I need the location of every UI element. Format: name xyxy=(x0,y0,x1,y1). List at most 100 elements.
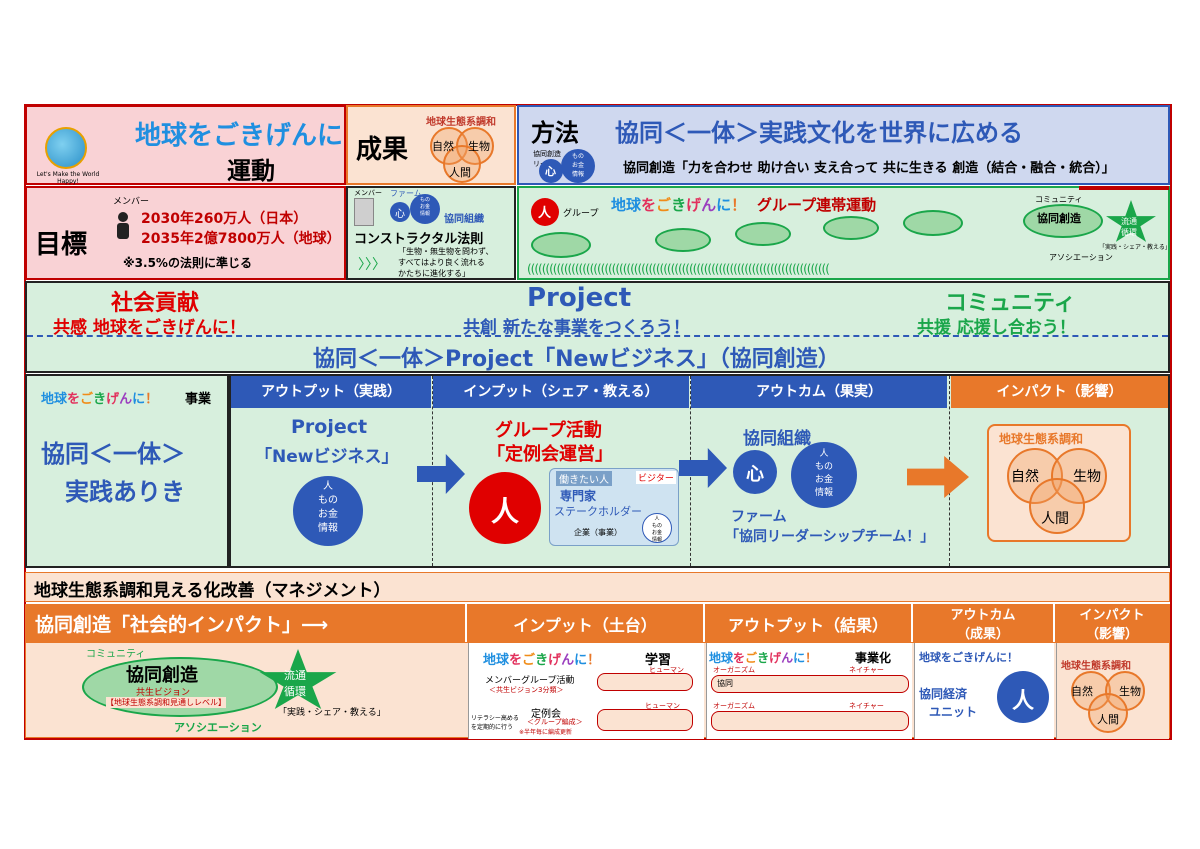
result-venn-c-label: 人間 xyxy=(449,166,471,179)
goal-label: 目標 xyxy=(35,230,88,260)
flow-col2-mini-circle xyxy=(642,513,672,543)
flow-col3-head: アウトカム（果実） xyxy=(691,376,947,408)
constructal-res: もの お金 情報 xyxy=(419,197,430,217)
mgmt-impact-c-label: 人間 xyxy=(1097,713,1119,726)
mgmt-head-sep-1 xyxy=(465,604,467,642)
group-node-2 xyxy=(655,228,711,252)
goal-note: ※3.5%の法則に準じる xyxy=(123,256,252,270)
movement-line1: 地球をごきげんに！ xyxy=(135,121,370,151)
flow-col2-visitor: ビジター xyxy=(636,471,676,484)
flow-left-box: 地球をごきげんに！ 事業 協同＜一体＞ 実践ありき xyxy=(25,374,229,568)
mgmt-outcome-t2: ユニット xyxy=(929,705,978,719)
result-box: 成果 地球生態系調和 自然 生物 人間 xyxy=(346,105,516,185)
constructal-quote: 「生物・無生物を問わず、 すべてはより良く流れる かたちに進化する」 xyxy=(398,247,494,278)
flow-col2-person-circle xyxy=(469,472,541,544)
group-note: 「実践・シェア・教える」 xyxy=(1099,244,1171,251)
group-node-4 xyxy=(823,216,879,240)
constructal-org: 協同組織 xyxy=(444,214,484,225)
earth-logo: Let's Make the World Happy! xyxy=(35,111,101,185)
mgmt-head-impact: インパクト （影響） xyxy=(1079,608,1145,642)
group-node-3 xyxy=(735,222,791,246)
result-venn-c xyxy=(443,145,481,183)
flow-left-main1: 協同＜一体＞ xyxy=(41,440,185,468)
mgmt-output-panel: 地球をごきげんに！ 事業化 オーガニズム ネイチャー 協同 オーガニズム ネイチ… xyxy=(706,643,912,739)
mgmt-output-nature-1: ネイチャー xyxy=(849,666,884,674)
mgmt-impact-panel: 地球生態系調和 自然 生物 人間 xyxy=(1056,643,1169,739)
flow-col2-stake-box: 働きたい人 専門家 ステークホルダー 企業（事業） ビジター 人 もの お金 情… xyxy=(549,468,679,546)
flow-col2-t1: グループ活動 xyxy=(495,420,602,441)
mgmt-impact-venn-c xyxy=(1088,693,1128,733)
mgmt-outcome-person: 人 xyxy=(1011,689,1034,714)
mgmt-head-output: アウトプット（結果） xyxy=(727,616,888,635)
mgmt-input-panel: 地球をごきげんに！ 学習 メンバーグループ活動 ＜共生ビジョン3分類＞ ヒューマ… xyxy=(468,643,704,739)
mgmt-output-title: 事業化 xyxy=(855,651,892,665)
result-venn-a-label: 自然 xyxy=(432,140,454,153)
mgmt-input-human-2: ヒューマン xyxy=(645,702,680,710)
flow-col2-head: インプット（シェア・教える） xyxy=(433,376,689,408)
group-node-6-label: 協同創造 xyxy=(1037,212,1081,225)
flow-col4-venn-a-label: 自然 xyxy=(1011,469,1039,485)
mgmt-output-organism-2: オーガニズム xyxy=(713,702,755,710)
mgmt-output-nature-2: ネイチャー xyxy=(849,702,884,710)
mgmt-input-r2b: ＜グループ編成＞ xyxy=(527,718,583,726)
constructal-box: メンバー ファーム 心 もの お金 情報 協同組織 コンストラクタル法則 「生物… xyxy=(346,186,516,280)
method-box: 方法 協同＜一体＞実践文化を世界に広める 協同創造 リーダーシップ 心 もの お… xyxy=(517,105,1170,185)
mgmt-input-r1b: ＜共生ビジョン3分類＞ xyxy=(489,686,564,694)
mgmt-input-pill-1 xyxy=(597,673,693,691)
constructal-title: コンストラクタル法則 xyxy=(354,232,484,247)
wave-icon: 〉〉〉 xyxy=(358,257,386,273)
group-red-arrow xyxy=(1079,186,1169,190)
flow-col4-box: 地球生態系調和 自然 生物 人間 xyxy=(987,424,1131,542)
flow-col1-circle-text: 人 もの お金 情報 xyxy=(318,481,338,534)
flow-col3-res: 人 もの お金 情報 xyxy=(814,449,833,498)
mgmt-impact-b-label: 生物 xyxy=(1119,685,1141,698)
mgmt-community: コミュニティ xyxy=(86,649,146,660)
mgmt-vision-sub: 【地球生態系調和見通しレベル】 xyxy=(106,697,226,708)
goal-member: メンバー xyxy=(113,197,150,207)
mgmt-impact-a-label: 自然 xyxy=(1071,685,1093,698)
goal-box: 目標 メンバー 2030年260万人（日本） 2035年2億7800万人（地球）… xyxy=(25,186,346,280)
group-title-prefix: 地球をごきげんに！ xyxy=(611,196,747,214)
flow-col3-heart: 心 xyxy=(746,464,764,485)
flow-col3-res-circle xyxy=(791,442,857,508)
group-title: グループ連帯運動 xyxy=(757,196,877,214)
mgmt-input-r1: メンバーグループ活動 xyxy=(485,676,575,686)
mgmt-input-r2d: リテラシー高める を定期的に行う xyxy=(471,715,519,731)
mgmt-note: 「実践・シェア・教える」 xyxy=(278,708,386,718)
mgmt-body: コミュニティ 協同創造 共生ビジョン 【地球生態系調和見通しレベル】 流通 循環… xyxy=(25,642,1170,739)
project-right-sub: 共援 応援し合おう！ xyxy=(917,318,1076,338)
group-node-1 xyxy=(531,232,591,258)
flow-col1-t1: Project xyxy=(291,416,368,438)
constructal-heart-circle xyxy=(390,202,410,222)
mgmt-output-pill-1 xyxy=(711,675,909,693)
project-right-title: コミュニティ xyxy=(945,291,1076,316)
mgmt-input-human-1: ヒューマン xyxy=(649,666,684,674)
flow-col2-box4: 企業（事業） xyxy=(574,528,622,537)
mgmt-input-title-prefix: 地球をごきげんに！ xyxy=(483,653,601,668)
mgmt-input-r2c: ※半年毎に編成更新 xyxy=(519,729,573,736)
method-sub: 協同創造「力を合わせ 助け合い 支え合って 共に生きる 創造（結合・融合・統合）… xyxy=(623,161,1115,176)
constructal-heart: 心 xyxy=(395,209,405,220)
group-community: コミュニティ xyxy=(1035,195,1083,204)
mgmt-head-sep-3 xyxy=(911,604,913,642)
group-label: グループ xyxy=(563,209,599,219)
project-band: 社会貢献 共感 地球をごきげんに！ Project 共創 新たな事業をつくろう！… xyxy=(25,281,1170,373)
mgmt-outcome-title: 地球をごきげんに！ xyxy=(919,651,1018,664)
group-node-6 xyxy=(1023,204,1103,238)
flow-left-head-prefix: 地球をごきげんに！ xyxy=(41,392,159,407)
goal-line2: 2035年2億7800万人（地球） xyxy=(141,231,341,247)
method-heart: 心 xyxy=(545,165,556,178)
flow-col4-head: インパクト（影響） xyxy=(951,376,1168,408)
flow-arrow-1 xyxy=(417,454,465,494)
method-res: もの お金 情報 xyxy=(571,153,584,178)
flow-col4-title: 地球生態系調和 xyxy=(999,432,1084,446)
project-left-title: 社会貢献 xyxy=(111,291,200,316)
flow-col1-t2: 「Newビジネス」 xyxy=(255,447,399,467)
project-left-sub: 共感 地球をごきげんに！ xyxy=(53,318,246,338)
movement-line2: 運動 xyxy=(227,157,275,185)
constructal-person-icon xyxy=(354,198,374,226)
flow-col2-box1: 働きたい人 xyxy=(556,471,612,486)
mgmt-flow: 流通 循環 xyxy=(284,669,306,698)
mgmt-input-pill-2 xyxy=(597,709,693,731)
result-venn-title: 地球生態系調和 xyxy=(426,117,496,128)
